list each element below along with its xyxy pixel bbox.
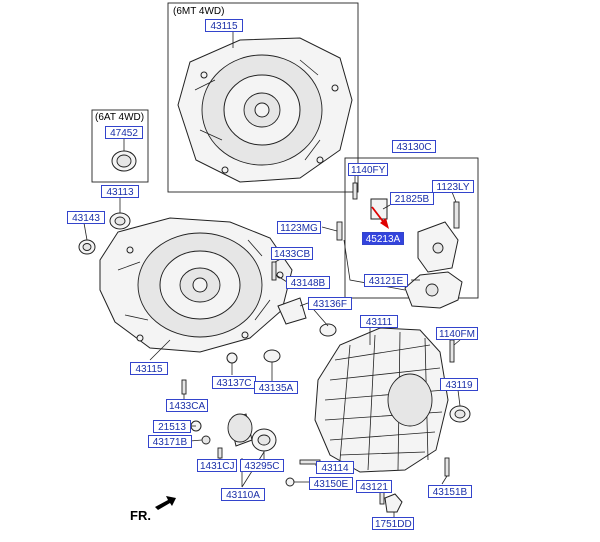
part-label-43137C[interactable]: 43137C (212, 376, 256, 389)
part-label-1751DD[interactable]: 1751DD (372, 517, 414, 530)
fr-label: FR. (130, 508, 151, 523)
part-label-1433CA[interactable]: 1433CA (166, 399, 208, 412)
pin-1433CA (181, 379, 187, 395)
part-label-43130C[interactable]: 43130C (392, 140, 436, 153)
part-label-43135A[interactable]: 43135A (254, 381, 298, 394)
part-label-1431CJ[interactable]: 1431CJ (197, 459, 237, 472)
part-label-1123MG[interactable]: 1123MG (277, 221, 321, 234)
pin-43148B (271, 261, 277, 281)
washer-43135A (263, 349, 281, 363)
part-label-1123LY[interactable]: 1123LY (432, 180, 474, 193)
plug-43171B (201, 435, 211, 445)
bearing-set-43110A (227, 413, 277, 452)
part-label-43136F[interactable]: 43136F (308, 297, 352, 310)
part-label-43115-top[interactable]: 43115 (205, 19, 243, 32)
part-label-43295C[interactable]: 43295C (240, 459, 284, 472)
part-label-43151B[interactable]: 43151B (428, 485, 472, 498)
part-label-43113[interactable]: 43113 (101, 185, 139, 198)
highlight-arrow (371, 206, 389, 229)
part-label-1140FM[interactable]: 1140FM (436, 327, 478, 340)
bolt-1123MG (336, 221, 343, 241)
bracket-43136F (277, 297, 307, 325)
part-label-1140FY[interactable]: 1140FY (348, 163, 388, 176)
plug-1751DD (384, 493, 403, 513)
part-label-47452[interactable]: 47452 (105, 126, 143, 139)
plug-43150E (285, 477, 295, 487)
bracket-43121E (404, 271, 463, 309)
transfer-case-43111 (314, 327, 449, 473)
part-label-43148B[interactable]: 43148B (286, 276, 330, 289)
part-label-43111[interactable]: 43111 (360, 315, 398, 328)
part-label-43119[interactable]: 43119 (440, 378, 478, 391)
bolt-1140FY (352, 182, 358, 200)
part-label-1433CB[interactable]: 1433CB (271, 247, 313, 260)
caption-6mt-4wd: (6MT 4WD) (173, 6, 225, 17)
bracket-45213A (417, 221, 459, 273)
bolt-1123LY (453, 201, 460, 229)
part-label-43115-bottom[interactable]: 43115 (130, 362, 168, 375)
washer-43136F (319, 323, 337, 337)
clutch-housing-main (99, 217, 293, 353)
front-direction-arrow (155, 496, 176, 510)
pin-1431CJ (217, 447, 223, 459)
mt-group-box (167, 2, 359, 193)
part-label-43114[interactable]: 43114 (316, 461, 354, 474)
part-label-43110A[interactable]: 43110A (221, 488, 265, 501)
bolt-43151B (444, 457, 450, 477)
part-label-21825B[interactable]: 21825B (390, 192, 434, 205)
bolt-1140FM (449, 339, 455, 363)
part-label-43143[interactable]: 43143 (67, 211, 105, 224)
part-label-43121E[interactable]: 43121E (364, 274, 408, 287)
caption-6at-4wd: (6AT 4WD) (95, 112, 145, 123)
clutch-housing-top (177, 37, 353, 183)
part-label-43121[interactable]: 43121 (356, 480, 392, 493)
part-label-43171B[interactable]: 43171B (148, 435, 192, 448)
plug-43137C (226, 352, 238, 364)
seal-43113-inner (114, 216, 126, 226)
oil-seal-47452 (111, 150, 137, 172)
part-label-43150E[interactable]: 43150E (309, 477, 353, 490)
part-label-45213A[interactable]: 45213A (362, 232, 404, 245)
part-label-21513[interactable]: 21513 (153, 420, 191, 433)
at-group-box (91, 109, 149, 183)
plate-21825B (370, 198, 388, 220)
